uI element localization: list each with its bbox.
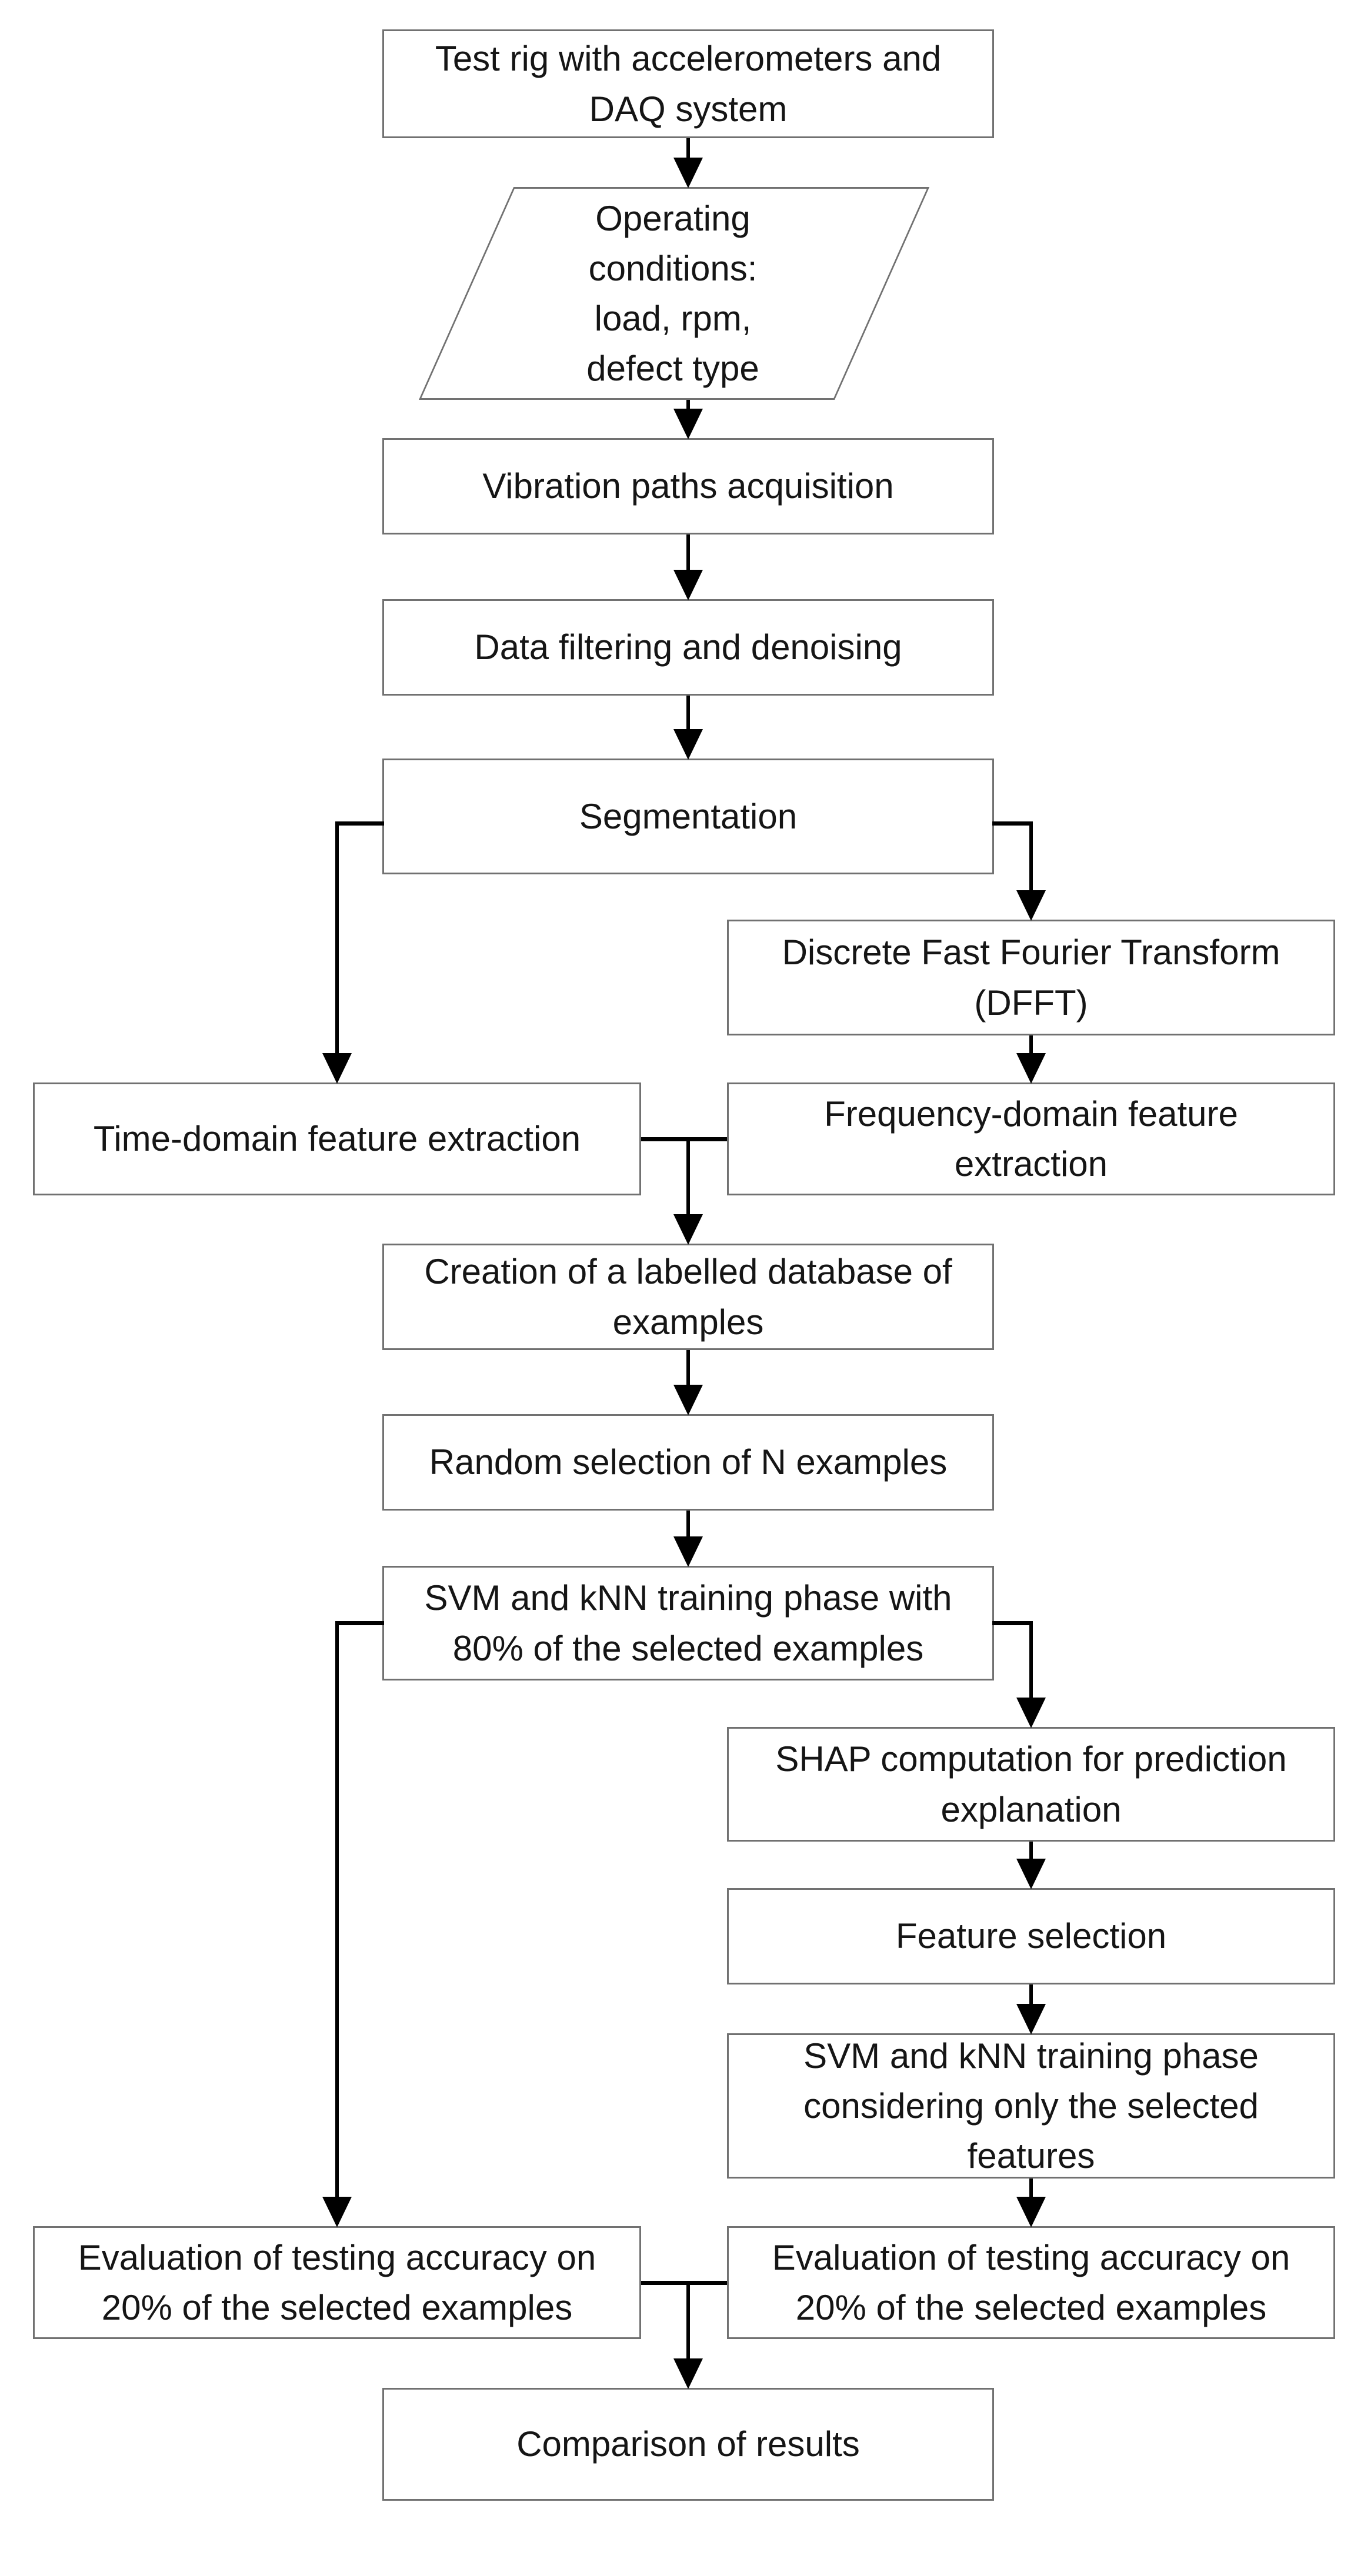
edge-training80-evalleft-hline [335, 1621, 384, 1625]
node-frequency-domain-extraction-label: Frequency-domain feature extraction [824, 1094, 1238, 1184]
node-evaluation-right-label: Evaluation of testing accuracy on 20% of… [772, 2237, 1290, 2327]
edge-database-random-line [686, 1350, 690, 1388]
node-operating-conditions-label: Operating conditions: load, rpm, defect … [586, 198, 759, 389]
node-time-domain-extraction: Time-domain feature extraction [33, 1082, 641, 1195]
edge-training80-evalleft-vline [335, 1621, 339, 2200]
edge-filtering-segmentation-line [686, 696, 690, 732]
node-feature-selection: Feature selection [727, 1888, 1335, 1984]
node-time-domain-extraction-label: Time-domain feature extraction [93, 1119, 581, 1159]
node-shap-computation: SHAP computation for prediction explanat… [727, 1727, 1335, 1842]
node-data-filtering: Data filtering and denoising [382, 599, 994, 696]
node-feature-selection-label: Feature selection [895, 1916, 1167, 1956]
node-evaluation-left: Evaluation of testing accuracy on 20% of… [33, 2226, 641, 2339]
node-dfft-label: Discrete Fast Fourier Transform (DFFT) [782, 933, 1280, 1023]
edge-shap-featuresel-arrowhead-icon [1016, 1859, 1046, 1889]
edge-trainingsel-evalright-line [1029, 2179, 1033, 2200]
node-operating-conditions: Operating conditions: load, rpm, defect … [419, 187, 927, 400]
edge-featuresel-trainingsel-line [1029, 1984, 1033, 2007]
node-evaluation-right: Evaluation of testing accuracy on 20% of… [727, 2226, 1335, 2339]
node-vibration-acquisition: Vibration paths acquisition [382, 438, 994, 534]
edge-segmentation-timedomain-arrowhead-icon [322, 1053, 352, 1084]
edge-testrig-operating-line [686, 138, 690, 162]
edge-evaluation-merge-hline [641, 2281, 727, 2285]
node-segmentation-label: Segmentation [579, 796, 798, 836]
edge-training80-shap-arrowhead-icon [1016, 1698, 1046, 1728]
edge-training80-evalleft-arrowhead-icon [322, 2197, 352, 2227]
node-segmentation: Segmentation [382, 759, 994, 874]
edge-database-random-arrowhead-icon [673, 1385, 703, 1415]
node-svm-knn-training-80: SVM and kNN training phase with 80% of t… [382, 1566, 994, 1680]
node-random-selection: Random selection of N examples [382, 1414, 994, 1511]
node-labelled-database-label: Creation of a labelled database of examp… [424, 1252, 952, 1342]
edge-evaluation-comparison-arrowhead-icon [673, 2358, 703, 2389]
node-data-filtering-label: Data filtering and denoising [474, 627, 902, 667]
node-comparison-label: Comparison of results [516, 2424, 860, 2464]
edge-segmentation-timedomain-vline [335, 821, 339, 1056]
edge-segmentation-timedomain-hline [335, 821, 384, 826]
edge-vibration-filtering-line [686, 534, 690, 573]
node-vibration-acquisition-label: Vibration paths acquisition [482, 466, 894, 506]
edge-testrig-operating-arrowhead-icon [673, 158, 703, 188]
node-svm-knn-training-selected-label: SVM and kNN training phase considering o… [803, 2036, 1259, 2176]
edge-training80-shap-vline [1029, 1621, 1033, 1700]
edge-filtering-segmentation-arrowhead-icon [673, 729, 703, 760]
node-labelled-database: Creation of a labelled database of examp… [382, 1244, 994, 1350]
node-test-rig: Test rig with accelerometers and DAQ sys… [382, 29, 994, 138]
edge-training80-shap-hline [992, 1621, 1033, 1625]
edge-evaluation-comparison-vline [686, 2281, 690, 2361]
edge-segmentation-dfft-arrowhead-icon [1016, 890, 1046, 921]
edge-extraction-database-arrowhead-icon [673, 1214, 703, 1245]
node-comparison: Comparison of results [382, 2388, 994, 2501]
node-svm-knn-training-selected: SVM and kNN training phase considering o… [727, 2033, 1335, 2179]
edge-vibration-filtering-arrowhead-icon [673, 570, 703, 600]
edge-dfft-frequency-line [1029, 1035, 1033, 1056]
edge-operating-vibration-arrowhead-icon [673, 409, 703, 439]
edge-featuresel-trainingsel-arrowhead-icon [1016, 2004, 1046, 2034]
edge-dfft-frequency-arrowhead-icon [1016, 1053, 1046, 1084]
node-evaluation-left-label: Evaluation of testing accuracy on 20% of… [78, 2237, 596, 2327]
node-frequency-domain-extraction: Frequency-domain feature extraction [727, 1082, 1335, 1195]
node-random-selection-label: Random selection of N examples [429, 1442, 948, 1482]
edge-shap-featuresel-line [1029, 1842, 1033, 1862]
node-dfft: Discrete Fast Fourier Transform (DFFT) [727, 920, 1335, 1035]
node-shap-computation-label: SHAP computation for prediction explanat… [775, 1739, 1287, 1829]
edge-extraction-merge-hline [641, 1137, 727, 1141]
edge-operating-vibration-line [686, 400, 690, 413]
edge-random-training80-line [686, 1511, 690, 1540]
edge-random-training80-arrowhead-icon [673, 1536, 703, 1567]
node-svm-knn-training-80-label: SVM and kNN training phase with 80% of t… [424, 1578, 952, 1668]
edge-trainingsel-evalright-arrowhead-icon [1016, 2197, 1046, 2227]
node-test-rig-label: Test rig with accelerometers and DAQ sys… [435, 39, 942, 129]
edge-segmentation-dfft-hline [992, 821, 1033, 826]
edge-segmentation-dfft-vline [1029, 821, 1033, 893]
edge-extraction-database-vline [686, 1137, 690, 1217]
